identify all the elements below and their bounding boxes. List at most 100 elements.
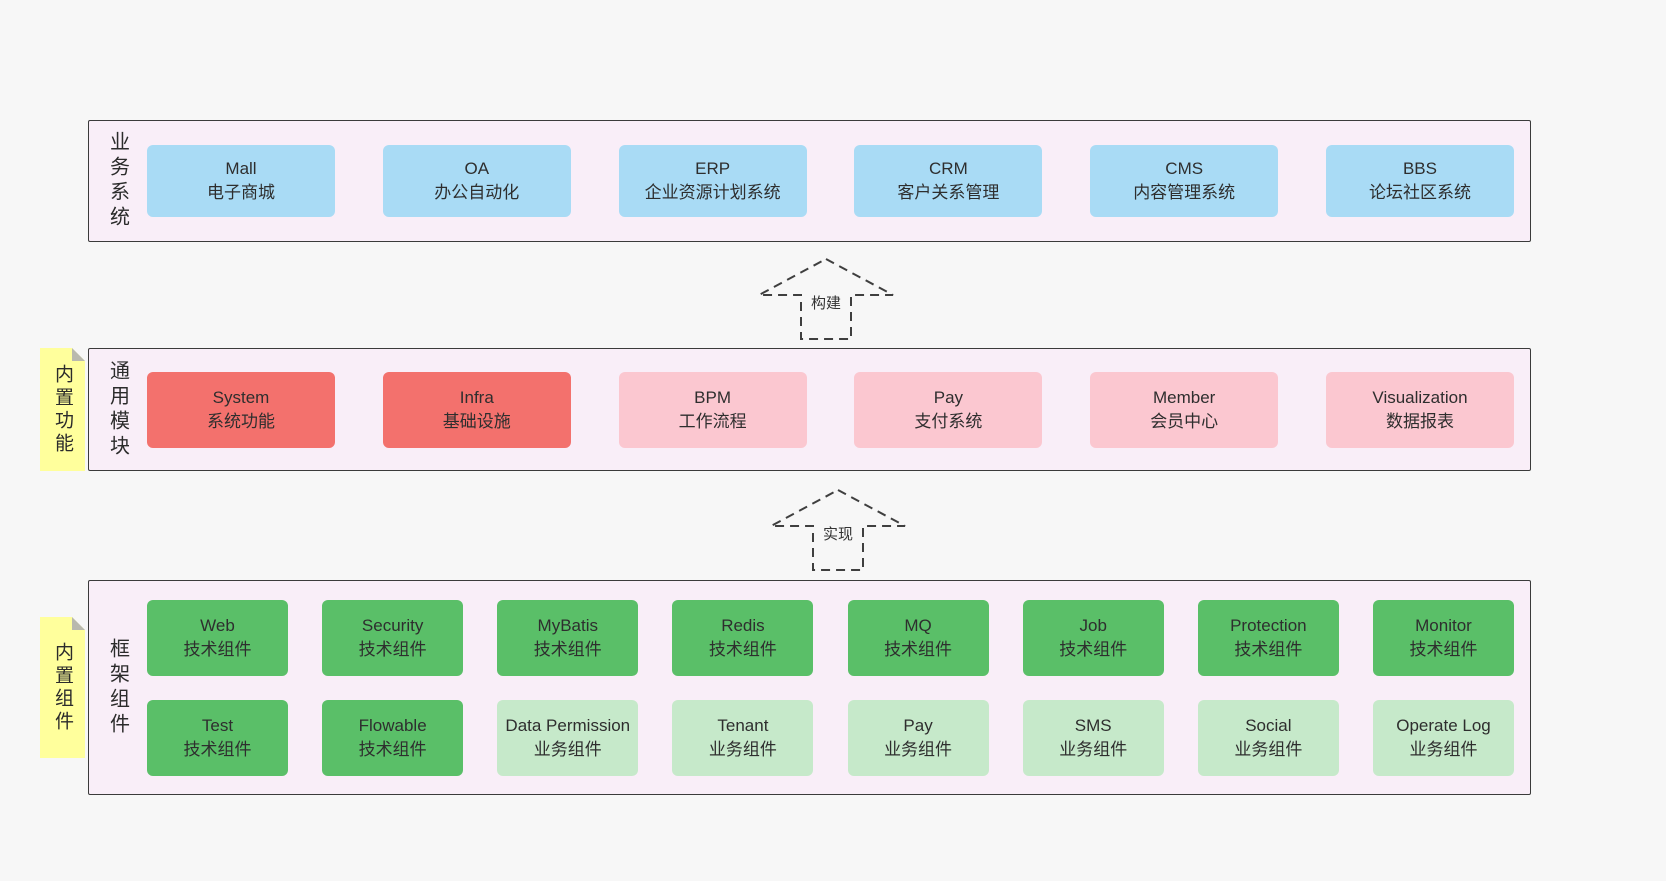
box-mq: MQ 技术组件 bbox=[847, 599, 989, 676]
box-sms: SMS 业务组件 bbox=[1022, 699, 1164, 776]
sticky-built-in-components: 内置组件 bbox=[40, 617, 85, 758]
framework-boxes-grid: Web 技术组件 Security 技术组件 MyBatis 技术组件 Redi… bbox=[147, 599, 1530, 776]
box-subtitle: 系统功能 bbox=[207, 411, 275, 431]
box-subtitle: 业务组件 bbox=[1059, 739, 1128, 759]
box-flowable: Flowable 技术组件 bbox=[322, 699, 464, 776]
arrow-build-label: 构建 bbox=[807, 292, 845, 313]
box-data-permission: Data Permission 业务组件 bbox=[497, 699, 639, 776]
box-subtitle: 论坛社区系统 bbox=[1368, 183, 1471, 202]
box-title: Redis bbox=[721, 615, 765, 635]
layer-framework-side-label: 框架组件 bbox=[89, 581, 147, 794]
box-title: System bbox=[212, 387, 270, 407]
box-system: System 系统功能 bbox=[147, 371, 335, 448]
box-title: CMS bbox=[1165, 159, 1204, 179]
box-title: Infra bbox=[459, 387, 494, 407]
box-subtitle: 业务组件 bbox=[1234, 739, 1303, 759]
box-job: Job 技术组件 bbox=[1022, 599, 1164, 676]
box-title: BPM bbox=[694, 387, 732, 407]
layer-common-side-label: 通用模块 bbox=[89, 349, 147, 470]
box-title: Flowable bbox=[358, 715, 427, 735]
box-subtitle: 工作流程 bbox=[678, 411, 747, 431]
box-subtitle: 技术组件 bbox=[884, 639, 953, 659]
business-boxes-row: Mall 电子商城 OA 办公自动化 ERP 企业资源计划系统 CRM 客户关系… bbox=[147, 145, 1530, 217]
box-title: Visualization bbox=[1372, 387, 1468, 407]
block-arrow-up-icon bbox=[770, 488, 906, 571]
box-title: Web bbox=[200, 615, 235, 635]
layer-business-side-label: 业务系统 bbox=[89, 121, 147, 241]
box-title: OA bbox=[464, 159, 490, 179]
box-protection: Protection 技术组件 bbox=[1197, 599, 1339, 676]
box-pay-biz: Pay 业务组件 bbox=[847, 699, 989, 776]
box-subtitle: 业务组件 bbox=[533, 739, 602, 759]
box-infra: Infra 基础设施 bbox=[382, 371, 571, 448]
box-social: Social 业务组件 bbox=[1197, 699, 1339, 776]
sticky-built-in-functions-label: 内置功能 bbox=[52, 363, 73, 456]
box-subtitle: 基础设施 bbox=[442, 411, 511, 431]
box-bbs: BBS 论坛社区系统 bbox=[1325, 145, 1514, 217]
box-subtitle: 技术组件 bbox=[183, 739, 252, 759]
box-title: Member bbox=[1153, 387, 1216, 407]
box-web: Web 技术组件 bbox=[147, 599, 288, 676]
layer-business-systems: 业务系统 Mall 电子商城 OA 办公自动化 ERP 企业资源计划系统 CRM… bbox=[88, 120, 1531, 242]
sticky-built-in-functions: 内置功能 bbox=[40, 348, 85, 471]
box-title: Pay bbox=[933, 387, 964, 407]
box-title: Tenant bbox=[717, 715, 769, 735]
box-title: Security bbox=[361, 615, 424, 635]
box-subtitle: 内容管理系统 bbox=[1133, 183, 1236, 202]
arrow-build: 构建 bbox=[756, 256, 896, 342]
arrow-implement: 实现 bbox=[768, 487, 908, 573]
box-subtitle: 业务组件 bbox=[1409, 739, 1478, 759]
box-subtitle: 技术组件 bbox=[183, 639, 252, 659]
box-title: Social bbox=[1245, 715, 1292, 735]
block-arrow-up-icon bbox=[758, 257, 894, 340]
box-erp: ERP 企业资源计划系统 bbox=[618, 145, 807, 217]
box-subtitle: 企业资源计划系统 bbox=[644, 183, 781, 202]
layer-common-modules: 通用模块 System 系统功能 Infra 基础设施 BPM 工作流程 Pay… bbox=[88, 348, 1531, 471]
box-subtitle: 支付系统 bbox=[914, 411, 983, 431]
box-mybatis: MyBatis 技术组件 bbox=[497, 599, 639, 676]
box-oa: OA 办公自动化 bbox=[382, 145, 571, 217]
box-subtitle: 会员中心 bbox=[1150, 411, 1219, 431]
box-title: Test bbox=[201, 715, 234, 735]
box-title: Data Permission bbox=[505, 715, 631, 735]
box-subtitle: 技术组件 bbox=[1059, 639, 1128, 659]
box-title: Monitor bbox=[1415, 615, 1472, 635]
box-title: MyBatis bbox=[537, 615, 599, 635]
box-subtitle: 办公自动化 bbox=[434, 183, 520, 202]
box-pay: Pay 支付系统 bbox=[854, 371, 1043, 448]
box-subtitle: 电子商城 bbox=[207, 183, 275, 202]
box-redis: Redis 技术组件 bbox=[672, 599, 814, 676]
box-title: MQ bbox=[904, 615, 932, 635]
box-cms: CMS 内容管理系统 bbox=[1090, 145, 1279, 217]
box-security: Security 技术组件 bbox=[322, 599, 464, 676]
layer-business-side-label-text: 业务系统 bbox=[106, 131, 129, 231]
box-title: Pay bbox=[903, 715, 933, 735]
box-monitor: Monitor 技术组件 bbox=[1372, 599, 1514, 676]
box-subtitle: 业务组件 bbox=[884, 739, 953, 759]
box-title: Protection bbox=[1230, 615, 1307, 635]
sticky-built-in-components-label: 内置组件 bbox=[52, 641, 73, 734]
box-subtitle: 技术组件 bbox=[1234, 639, 1303, 659]
box-title: Mall bbox=[225, 159, 257, 179]
box-title: SMS bbox=[1074, 715, 1112, 735]
box-title: BBS bbox=[1402, 159, 1437, 179]
common-boxes-row: System 系统功能 Infra 基础设施 BPM 工作流程 Pay 支付系统… bbox=[147, 371, 1530, 448]
box-title: ERP bbox=[695, 159, 731, 179]
layer-framework-side-label-text: 框架组件 bbox=[106, 637, 129, 738]
box-subtitle: 技术组件 bbox=[358, 639, 427, 659]
box-operate-log: Operate Log 业务组件 bbox=[1372, 699, 1514, 776]
box-title: Job bbox=[1079, 615, 1107, 635]
box-subtitle: 技术组件 bbox=[533, 639, 602, 659]
box-bpm: BPM 工作流程 bbox=[618, 371, 807, 448]
layer-framework-components: 框架组件 Web 技术组件 Security 技术组件 MyBatis 技术组件… bbox=[88, 580, 1531, 795]
box-title: CRM bbox=[929, 159, 968, 179]
box-subtitle: 技术组件 bbox=[358, 739, 427, 759]
box-subtitle: 业务组件 bbox=[708, 739, 777, 759]
box-subtitle: 数据报表 bbox=[1385, 411, 1454, 431]
layer-common-side-label-text: 通用模块 bbox=[106, 359, 129, 460]
box-tenant: Tenant 业务组件 bbox=[672, 699, 814, 776]
box-title: Operate Log bbox=[1396, 715, 1491, 735]
box-test: Test 技术组件 bbox=[147, 699, 288, 776]
box-subtitle: 客户关系管理 bbox=[897, 183, 1000, 202]
